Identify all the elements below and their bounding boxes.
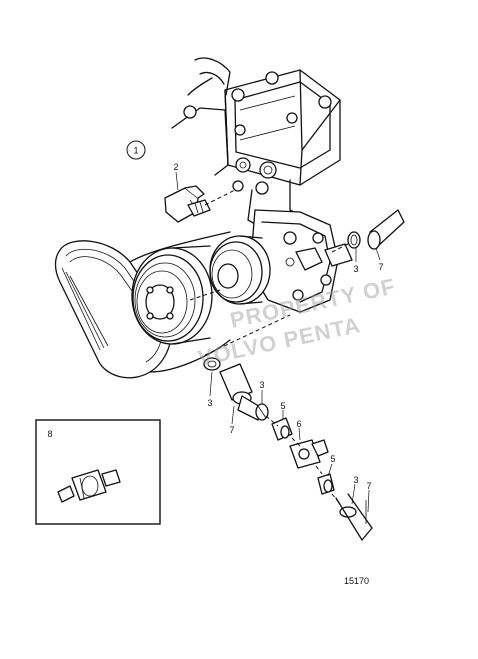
leader-lines (175, 171, 381, 513)
callout-7-upper: 7 (378, 262, 383, 272)
upper-hose (367, 209, 405, 250)
reference-circle: 1 (126, 140, 146, 160)
lower-hose-assembly (203, 314, 373, 541)
drive-belt (54, 231, 231, 379)
callouts: 2 3 7 3 3 7 5 6 5 3 7 8 (47, 162, 383, 491)
reference-circle-label: 1 (133, 146, 138, 156)
callout-7-lower: 7 (366, 481, 371, 491)
pump-pulley (209, 235, 271, 305)
engine-block-housing (171, 57, 341, 229)
callout-8: 8 (47, 429, 52, 439)
inset-valve (57, 469, 121, 503)
callout-3-mid: 3 (259, 380, 264, 390)
callout-7-mid: 7 (229, 425, 234, 435)
drawing-number: 15170 (344, 576, 369, 586)
callout-5-upper: 5 (280, 401, 285, 411)
crank-pulley (131, 245, 221, 345)
callout-3-upper: 3 (353, 264, 358, 274)
upper-hose-clamp (331, 231, 361, 253)
callout-3-lower: 3 (353, 475, 358, 485)
callout-6: 6 (296, 419, 301, 429)
inset-box (35, 419, 161, 525)
callout-3-left: 3 (207, 398, 212, 408)
callout-2: 2 (173, 162, 178, 172)
callout-5-lower: 5 (330, 454, 335, 464)
water-pump (249, 209, 353, 313)
elbow-fitting (164, 185, 236, 223)
